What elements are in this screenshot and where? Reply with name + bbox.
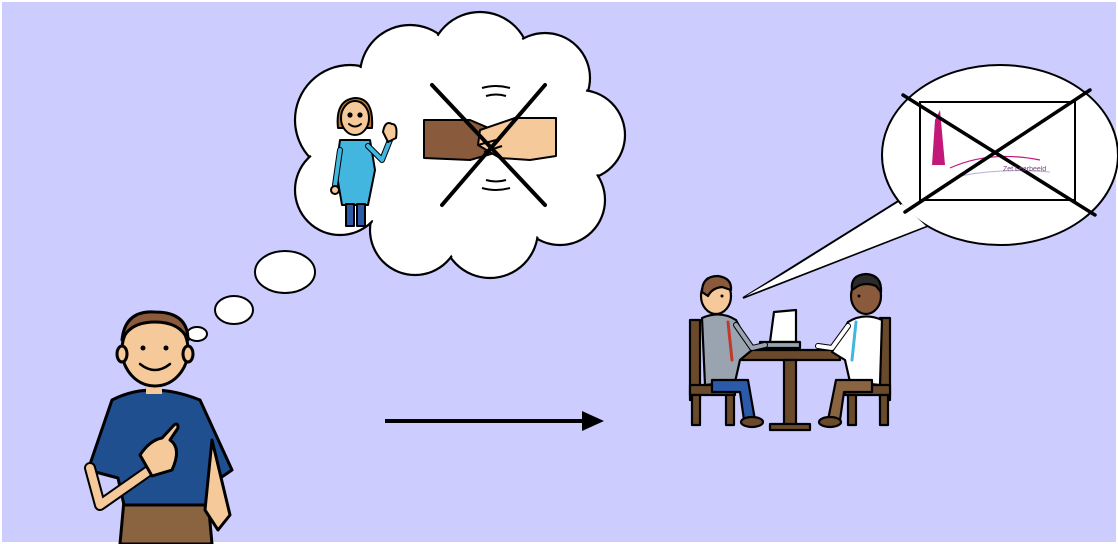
logo-card-text: Zet Leerbeeld bbox=[1003, 166, 1073, 173]
arrow-right-icon bbox=[385, 411, 604, 431]
thought-trail-medium bbox=[215, 296, 253, 324]
thought-bubble bbox=[187, 12, 625, 341]
person-pointing-self-icon bbox=[88, 312, 232, 544]
job-interview-icon bbox=[690, 274, 890, 430]
thought-trail-large bbox=[255, 251, 315, 293]
thought-trail-small bbox=[187, 327, 207, 341]
